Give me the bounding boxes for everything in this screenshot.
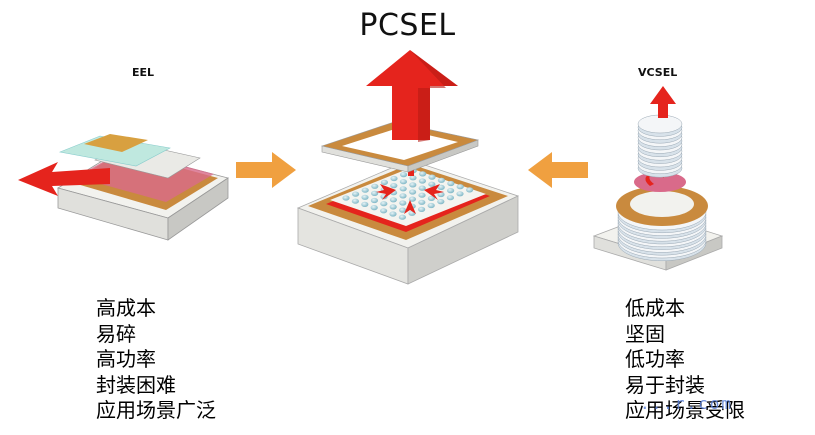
crystal-hole <box>371 190 379 196</box>
crystal-hole <box>390 175 398 182</box>
crystal-hole <box>418 185 426 191</box>
arrow-left-icon <box>528 152 588 188</box>
crystal-hole <box>437 191 445 198</box>
crystal-hole <box>380 179 388 185</box>
crystal-hole <box>447 180 455 187</box>
crystal-hole <box>399 207 407 213</box>
crystal-hole <box>446 195 454 201</box>
crystal-hole <box>456 191 464 197</box>
eel-traits-list: 高成本 易碎 高功率 封装困难 应用场景广泛 <box>96 296 216 424</box>
crystal-hole <box>342 195 350 201</box>
vcsel-label: VCSEL <box>638 66 678 79</box>
crystal-hole <box>408 196 416 202</box>
eel-trait: 易碎 <box>96 321 136 346</box>
crystal-hole <box>418 178 426 184</box>
vcsel-trait: 低成本 <box>625 296 685 320</box>
vcsel-trait: 坚固 <box>625 321 665 346</box>
crystal-hole <box>437 199 445 205</box>
eel-label: EEL <box>132 66 155 79</box>
eel-trait: 应用场景广泛 <box>96 398 216 422</box>
crystal-hole <box>371 183 379 189</box>
crystal-hole <box>437 177 445 183</box>
crystal-hole <box>447 188 455 194</box>
pcsel-emission-arrow <box>366 50 458 142</box>
crystal-hole <box>389 197 397 203</box>
vcsel-emission-arrow <box>650 86 676 118</box>
crystal-hole <box>409 182 417 188</box>
vcsel-upper-mirror <box>637 114 683 178</box>
watermark: ...r.com <box>640 394 734 413</box>
eel-trait: 高成本 <box>96 296 156 320</box>
crystal-hole <box>419 171 427 177</box>
crystal-hole <box>361 187 369 193</box>
crystal-hole <box>409 175 417 181</box>
crystal-hole <box>389 204 397 210</box>
crystal-hole <box>399 179 407 185</box>
eel-emission-arrow <box>18 162 110 196</box>
crystal-hole <box>466 187 474 193</box>
crystal-hole <box>390 183 398 189</box>
vcsel-trait: 易于封装 <box>625 372 705 397</box>
eel-device <box>18 134 229 241</box>
eel-trait: 封装困难 <box>96 372 176 397</box>
crystal-hole <box>370 197 378 204</box>
crystal-hole <box>427 195 435 201</box>
arrow-right-icon <box>236 152 296 188</box>
in-plane-arrows <box>376 184 444 214</box>
crystal-hole <box>389 211 397 217</box>
crystal-hole <box>437 184 445 190</box>
crystal-hole <box>361 201 369 207</box>
crystal-hole <box>351 198 359 204</box>
crystal-hole <box>352 191 360 197</box>
eel-trait: 高功率 <box>96 347 156 371</box>
crystal-hole <box>399 186 407 192</box>
crystal-hole <box>370 205 378 211</box>
crystal-hole <box>427 202 435 209</box>
pcsel-device <box>296 50 520 285</box>
crystal-hole <box>456 184 464 190</box>
crystal-hole <box>361 194 369 200</box>
crystal-hole <box>380 208 388 214</box>
crystal-hole <box>418 206 426 212</box>
vcsel-trait: 低功率 <box>625 347 685 371</box>
crystal-hole <box>399 200 407 206</box>
crystal-hole <box>418 199 426 205</box>
vcsel-trait: 应用场景受限 <box>625 398 745 422</box>
crystal-hole <box>400 172 408 178</box>
crystal-hole <box>399 193 407 199</box>
crystal-hole <box>380 201 388 207</box>
crystal-hole <box>428 174 436 180</box>
photonic-crystal-holes <box>342 168 474 220</box>
page-title: PCSEL <box>359 8 456 43</box>
crystal-hole <box>409 189 417 195</box>
crystal-hole <box>398 214 406 220</box>
crystal-hole <box>418 192 426 198</box>
vcsel-device <box>592 86 724 271</box>
crystal-hole <box>428 181 436 187</box>
vcsel-traits-list: 低成本 坚固 低功率 易于封装 应用场景受限 <box>625 296 745 424</box>
